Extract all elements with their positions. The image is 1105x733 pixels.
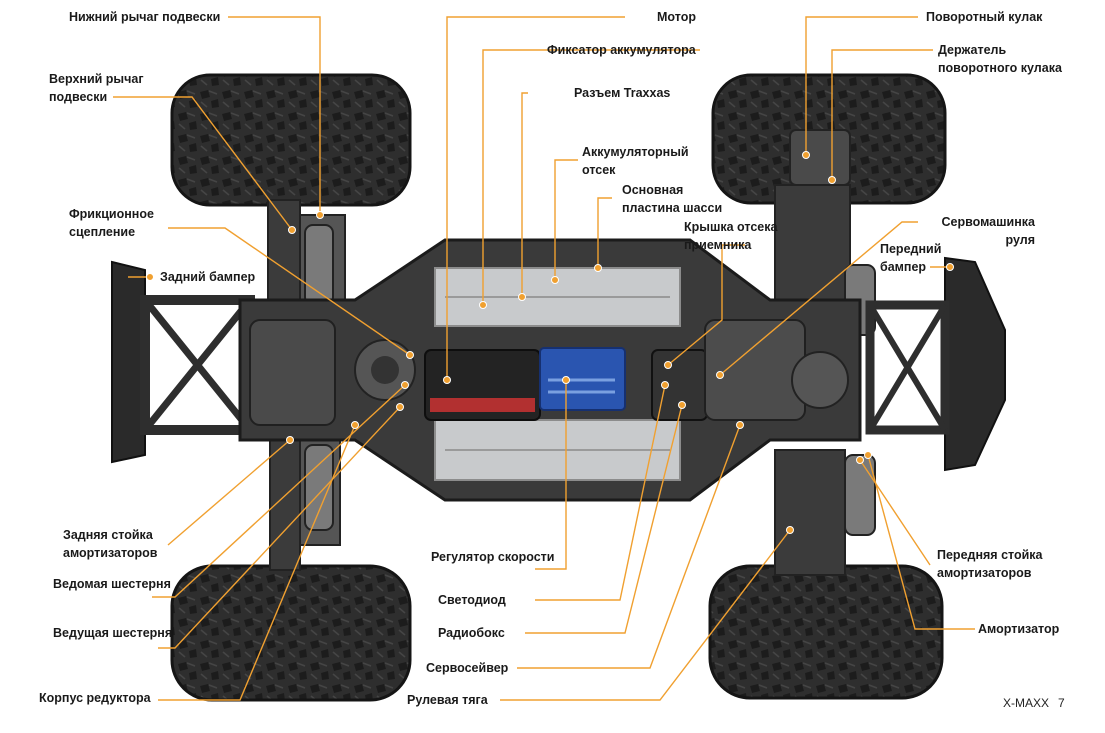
footer-page-number: 7 bbox=[1058, 696, 1065, 710]
receiver-box bbox=[651, 319, 849, 421]
label-lower-arm: Нижний рычаг подвески bbox=[69, 10, 221, 24]
label-led: Светодиод bbox=[438, 593, 506, 607]
label-chassis-line2: пластина шасси bbox=[622, 201, 723, 215]
label-chassis-line1: Основная bbox=[622, 183, 684, 197]
label-servo-saver: Сервосейвер bbox=[426, 661, 509, 675]
label-receiver-cover-line1: Крышка отсека bbox=[684, 220, 778, 234]
label-pinion-gear: Ведущая шестерня bbox=[53, 626, 173, 640]
label-esc: Регулятор скорости bbox=[431, 550, 555, 564]
rear-bumper bbox=[111, 260, 255, 464]
label-rear-shock-tower-line2: амортизаторов bbox=[63, 546, 158, 560]
label-steering-knuckle: Поворотный кулак bbox=[926, 10, 1043, 24]
label-steering-link: Рулевая тяга bbox=[407, 693, 488, 707]
leader-lines bbox=[113, 16, 975, 701]
label-front-bumper-line1: Передний bbox=[880, 242, 942, 256]
front-bumper bbox=[865, 256, 1006, 472]
label-front-shock-tower-line1: Передняя стойка bbox=[937, 548, 1043, 562]
label-upper-arm-line2: подвески bbox=[49, 90, 108, 104]
esc bbox=[424, 349, 541, 421]
label-front-bumper-line2: бампер bbox=[880, 260, 927, 274]
front-right-tire bbox=[708, 564, 944, 700]
label-battery-compartment-line2: отсек bbox=[582, 163, 616, 177]
label-upper-arm-line1: Верхний рычаг bbox=[49, 72, 144, 86]
label-knuckle-carrier-line2: поворотного кулака bbox=[938, 61, 1062, 75]
label-rear-shock-tower-line1: Задняя стойка bbox=[63, 528, 153, 542]
rear-right-tire bbox=[170, 564, 412, 702]
footer-model: X-MAXX bbox=[1003, 696, 1050, 710]
battery bbox=[539, 347, 626, 411]
label-shock: Амортизатор bbox=[978, 622, 1060, 636]
label-gearbox-housing: Корпус редуктора bbox=[39, 691, 151, 705]
label-receiver-cover-line2: приемника bbox=[684, 238, 752, 252]
label-rear-bumper: Задний бампер bbox=[160, 270, 256, 284]
callout-dots bbox=[146, 151, 954, 534]
label-receiver-box: Радиобокс bbox=[438, 626, 505, 640]
label-slipper-line1: Фрикционное bbox=[69, 207, 154, 221]
label-motor: Мотор bbox=[657, 10, 696, 24]
label-steering-servo-line1: Сервомашинка bbox=[941, 215, 1036, 229]
rear-gearbox bbox=[249, 319, 416, 426]
label-battery-hold: Фиксатор аккумулятора bbox=[547, 43, 696, 57]
label-knuckle-carrier-line1: Держатель bbox=[938, 43, 1007, 57]
label-traxxas-connector: Разъем Traxxas bbox=[574, 86, 671, 100]
label-battery-compartment-line1: Аккумуляторный bbox=[582, 145, 689, 159]
front-suspension bbox=[774, 129, 876, 576]
label-slipper-line2: сцепление bbox=[69, 225, 136, 239]
label-steering-servo-line2: руля bbox=[1005, 233, 1036, 247]
label-front-shock-tower-line2: амортизаторов bbox=[937, 566, 1032, 580]
label-spur-gear: Ведомая шестерня bbox=[53, 577, 171, 591]
rear-left-tire bbox=[170, 73, 412, 207]
